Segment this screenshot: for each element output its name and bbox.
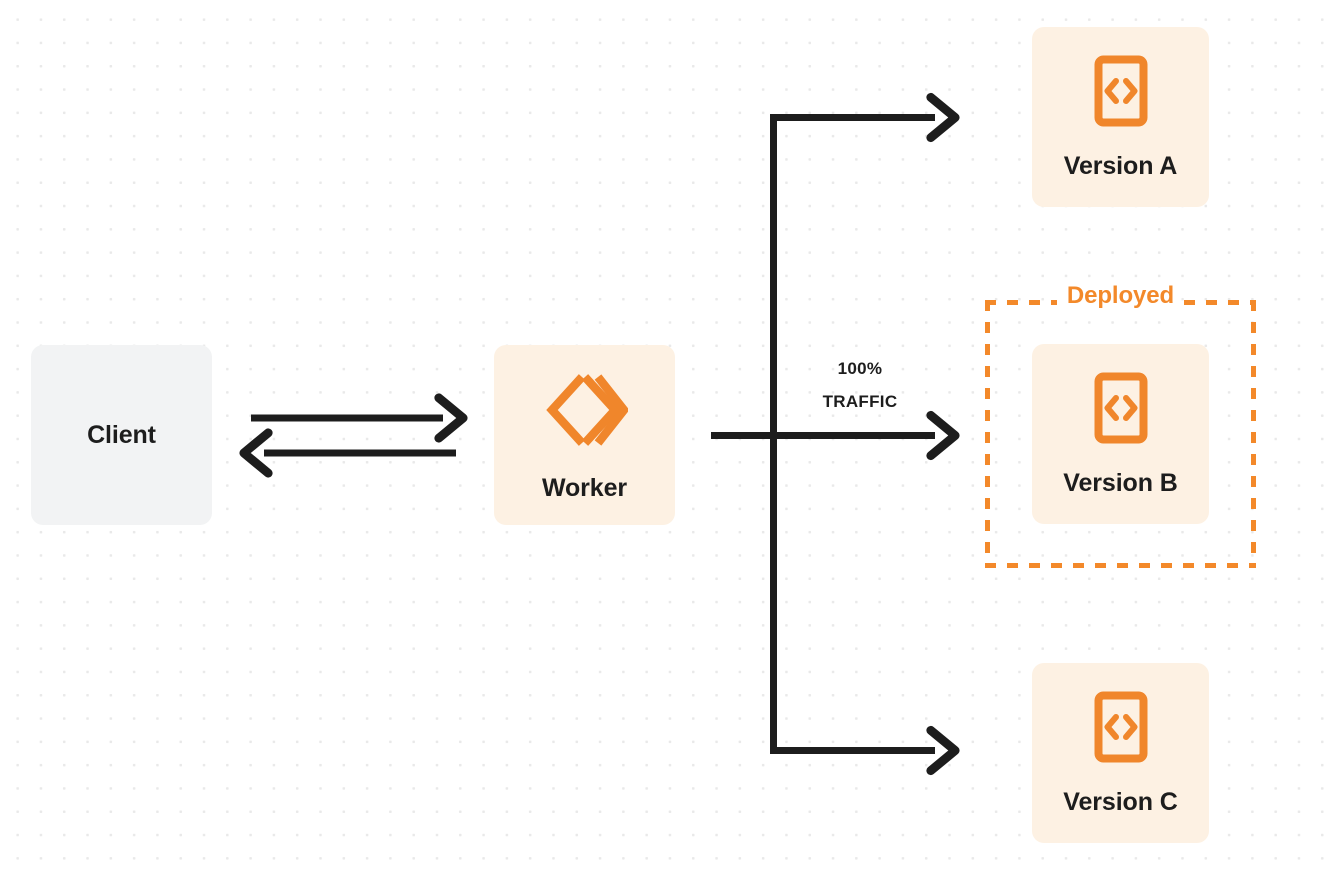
node-worker[interactable]: Worker — [494, 345, 675, 525]
code-brackets-icon — [1094, 691, 1148, 768]
node-client-label: Client — [87, 420, 156, 449]
workers-logo-icon — [542, 371, 629, 454]
traffic-caption: TRAFFIC — [822, 392, 898, 411]
node-version-a-label: Version A — [1063, 152, 1178, 180]
node-worker-label: Worker — [541, 474, 628, 502]
code-brackets-icon — [1094, 372, 1148, 449]
code-brackets-icon — [1094, 55, 1148, 132]
traffic-percent: 100% — [837, 359, 883, 378]
dashed-border-top-right — [1184, 300, 1256, 305]
node-version-c-label: Version C — [1063, 788, 1178, 816]
dashed-border-left — [985, 300, 990, 568]
node-version-b[interactable]: Version B — [1032, 344, 1209, 524]
node-version-a[interactable]: Version A — [1032, 27, 1209, 207]
deployed-group-boundary: Deployed — [985, 282, 1256, 568]
dashed-border-top-left — [985, 300, 1057, 305]
dashed-border-right — [1251, 300, 1256, 568]
dashed-border-bottom — [985, 563, 1256, 568]
deployed-badge: Deployed — [1059, 282, 1182, 310]
node-client[interactable]: Client — [31, 345, 212, 525]
node-version-b-label: Version B — [1063, 469, 1178, 497]
traffic-label: 100% TRAFFIC — [800, 352, 920, 418]
node-version-c[interactable]: Version C — [1032, 663, 1209, 843]
